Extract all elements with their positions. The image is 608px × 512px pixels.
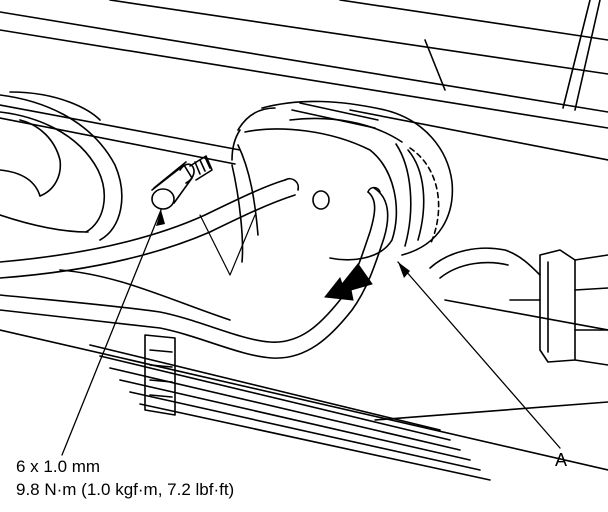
body-panel-lines bbox=[0, 0, 608, 165]
leader-lines bbox=[61, 209, 561, 456]
pipe-lines bbox=[0, 177, 389, 359]
grommet-a bbox=[231, 100, 454, 263]
torque-spec-label: 9.8 N·m (1.0 kgf·m, 7.2 lbf·ft) bbox=[16, 480, 235, 499]
bolt-icon bbox=[151, 155, 213, 210]
bolt-size-label: 6 x 1.0 mm bbox=[16, 457, 101, 476]
lower-floor bbox=[0, 299, 608, 481]
leader-arrowheads bbox=[156, 210, 410, 278]
right-bracket bbox=[429, 247, 608, 366]
left-housing bbox=[0, 94, 123, 241]
removal-direction-arrow-icon bbox=[324, 263, 373, 301]
grommet-callout-label: A bbox=[555, 450, 568, 470]
mount-hole bbox=[312, 190, 330, 210]
